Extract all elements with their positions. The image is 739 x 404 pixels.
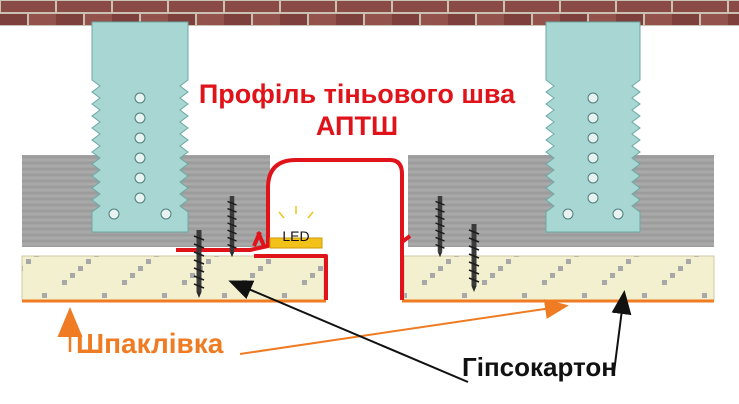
mounting-bracket-left [91,21,189,233]
drywall-board-right [403,255,715,301]
drywall-label: Гіпсокартон [462,352,617,382]
mounting-bracket-right [545,21,641,233]
led-glow-icon [278,206,314,219]
led-label: LED [282,228,309,244]
diagram-title-line1: Профіль тіньового шва [199,79,516,109]
putty-label: Шпаклівка [76,328,224,359]
drywall-board-left [21,255,325,301]
drywall-callout: Гіпсокартон [228,280,632,383]
led-strip: LED [269,206,323,249]
putty-callout: Шпаклівка [57,299,569,359]
diagram-title-line2: АПТШ [316,111,398,141]
shadow-gap-profile [176,158,412,300]
